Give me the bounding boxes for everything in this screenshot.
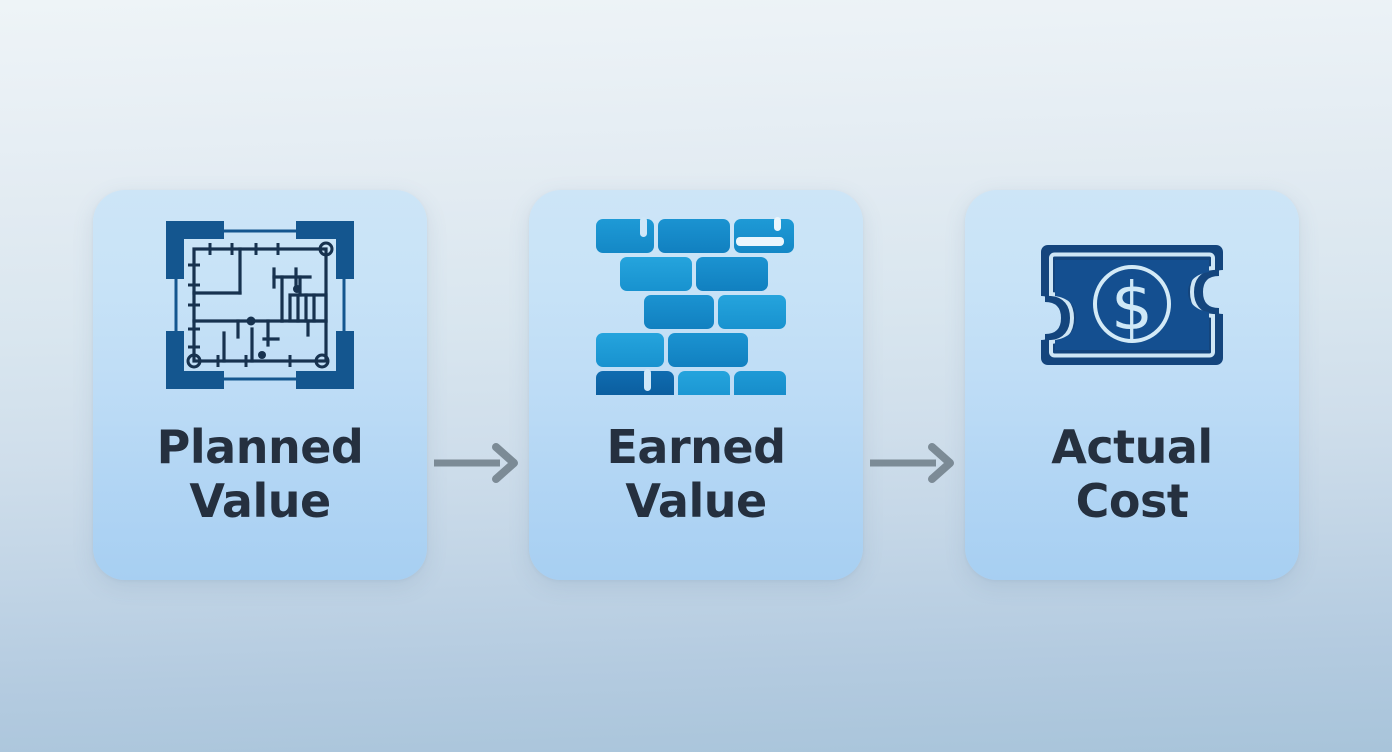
step-card-earned-value[interactable]: Earned Value xyxy=(529,190,863,580)
step-label-planned-value: Planned Value xyxy=(156,420,364,529)
blueprint-icon xyxy=(93,190,427,420)
svg-text:$: $ xyxy=(1111,268,1153,345)
brick-wall-icon xyxy=(529,190,863,420)
banknote-icon: $ xyxy=(965,190,1299,420)
step-label-actual-cost: Actual Cost xyxy=(1051,420,1213,529)
step-card-actual-cost[interactable]: $ Actual Cost xyxy=(965,190,1299,580)
arrow-right-icon xyxy=(863,190,965,580)
arrow-right-icon xyxy=(427,190,529,580)
step-card-planned-value[interactable]: Planned Value xyxy=(93,190,427,580)
process-flow-diagram: Planned Value xyxy=(0,190,1392,580)
step-label-earned-value: Earned Value xyxy=(606,420,786,529)
